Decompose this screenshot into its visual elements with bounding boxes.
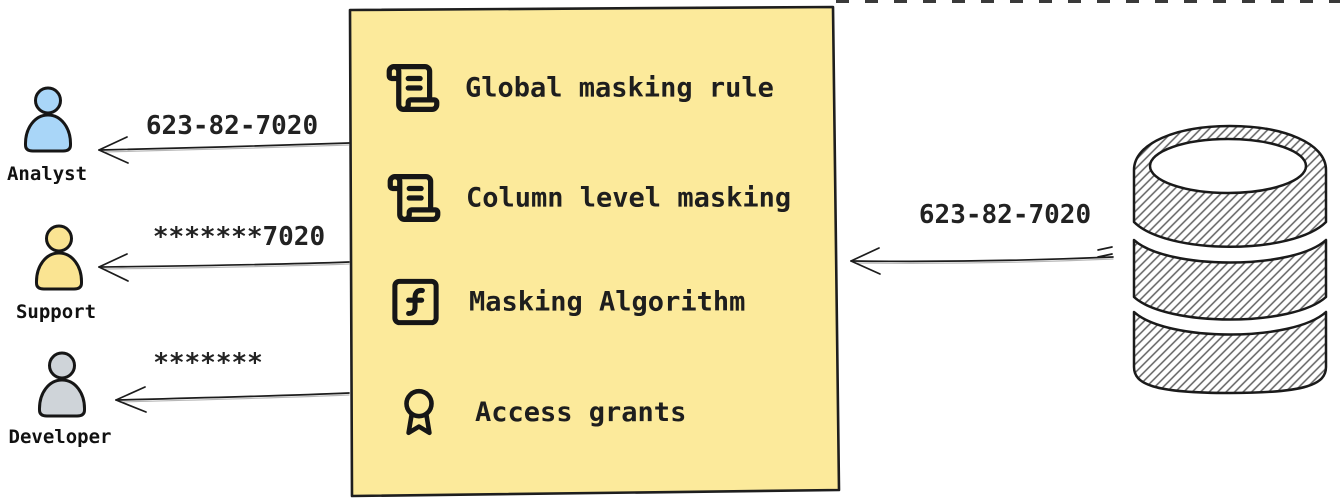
masking-item-column-level: Column level masking — [384, 170, 791, 227]
arrow-db-to-box — [850, 246, 1114, 275]
analyst-person-icon — [23, 86, 73, 153]
arrow-to-support — [98, 253, 350, 282]
masking-item-label: Global masking rule — [465, 72, 774, 104]
support-label: Support — [15, 301, 97, 323]
support-received-value: *******7020 — [152, 222, 326, 252]
developer-body — [37, 378, 87, 418]
scroll-text-icon — [387, 174, 441, 222]
masking-item-label: Masking Algorithm — [469, 286, 746, 318]
masking-item-algorithm: Masking Algorithm — [388, 275, 745, 330]
award-icon — [404, 388, 434, 436]
masking-item-global-rule: Global masking rule — [383, 60, 774, 117]
developer-person-icon — [37, 351, 87, 418]
masking-item-label: Access grants — [475, 396, 687, 428]
developer-head — [48, 351, 76, 380]
analyst-body — [23, 113, 73, 153]
developer-received-value: ******* — [153, 348, 263, 378]
function-square-icon — [392, 278, 439, 326]
arrow-to-analyst — [98, 136, 350, 164]
database-cylinder-icon — [1132, 124, 1328, 395]
support-head — [45, 224, 73, 253]
arrow-to-developer — [115, 386, 350, 413]
developer-label: Developer — [8, 426, 112, 448]
support-body — [34, 251, 84, 291]
analyst-head — [34, 86, 62, 115]
masking-item-access-grants: Access grants — [394, 380, 686, 444]
support-person-icon — [34, 224, 84, 291]
database-outgoing-value: 623-82-7020 — [918, 200, 1092, 230]
masking-layer-box — [348, 5, 841, 498]
analyst-received-value: 623-82-7020 — [145, 111, 319, 141]
scroll-text-icon — [386, 64, 440, 112]
masking-item-label: Column level masking — [466, 182, 792, 214]
analyst-label: Analyst — [6, 163, 88, 185]
